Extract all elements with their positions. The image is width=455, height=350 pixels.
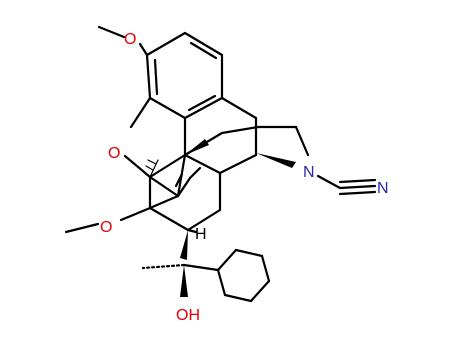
wedge-bond — [185, 139, 209, 155]
bond — [145, 165, 154, 171]
atom-o-methoxy-left: O — [100, 219, 112, 236]
wedge-bond — [180, 265, 188, 297]
furan-ring: O — [108, 96, 187, 179]
bond — [176, 176, 192, 198]
bond — [64, 222, 100, 234]
bond — [119, 206, 152, 222]
bond — [338, 190, 377, 196]
cyclohexyl-ring — [216, 248, 271, 303]
bond — [338, 178, 377, 184]
bond — [188, 166, 202, 180]
bond — [234, 248, 264, 258]
bond — [186, 228, 198, 234]
bond — [260, 254, 271, 283]
atom-n-amine: N — [303, 164, 315, 181]
bond — [145, 31, 187, 57]
bond — [220, 125, 260, 135]
bond — [148, 175, 180, 198]
carbinol-center: OH — [141, 263, 220, 324]
bond — [174, 172, 184, 188]
bond — [148, 153, 187, 179]
atom-h-stereo: H — [195, 226, 207, 243]
bond — [216, 268, 227, 297]
bond — [186, 208, 222, 232]
bond — [316, 174, 342, 190]
bond — [183, 31, 224, 57]
methoxy-left: O — [64, 175, 190, 236]
bond — [123, 154, 152, 179]
etheno-bridge — [148, 153, 202, 198]
atom-o-methoxy-top: O — [124, 31, 136, 48]
bond — [216, 248, 238, 272]
bond — [223, 293, 253, 303]
bond — [145, 53, 152, 100]
bond — [183, 96, 224, 120]
atom-n-nitrile: N — [377, 180, 389, 197]
h-label-group: H — [186, 226, 207, 243]
wedge-bond — [180, 230, 188, 260]
bond — [187, 94, 217, 112]
bond — [149, 159, 159, 178]
bond — [138, 42, 149, 57]
bond — [249, 279, 271, 303]
hashed-wedge — [145, 159, 159, 178]
wedge-bond — [256, 153, 296, 168]
bond — [129, 96, 152, 129]
n-cyano-group: N N — [303, 164, 389, 197]
atom-oh-hydroxyl: OH — [176, 307, 200, 324]
bond — [147, 159, 157, 165]
bond — [153, 58, 159, 96]
bond — [183, 153, 222, 175]
atom-o-ether-ring: O — [108, 145, 120, 162]
bond — [182, 263, 220, 272]
bond — [97, 25, 126, 39]
aromatic-ring — [145, 31, 224, 120]
methoxy-top: O — [97, 25, 149, 57]
bond — [148, 96, 187, 120]
bond — [141, 263, 186, 270]
bond — [148, 194, 180, 210]
bond — [294, 125, 310, 157]
bond — [218, 153, 258, 175]
bond — [148, 206, 190, 232]
bond — [220, 96, 258, 120]
bond — [338, 184, 377, 190]
bond — [189, 41, 218, 60]
